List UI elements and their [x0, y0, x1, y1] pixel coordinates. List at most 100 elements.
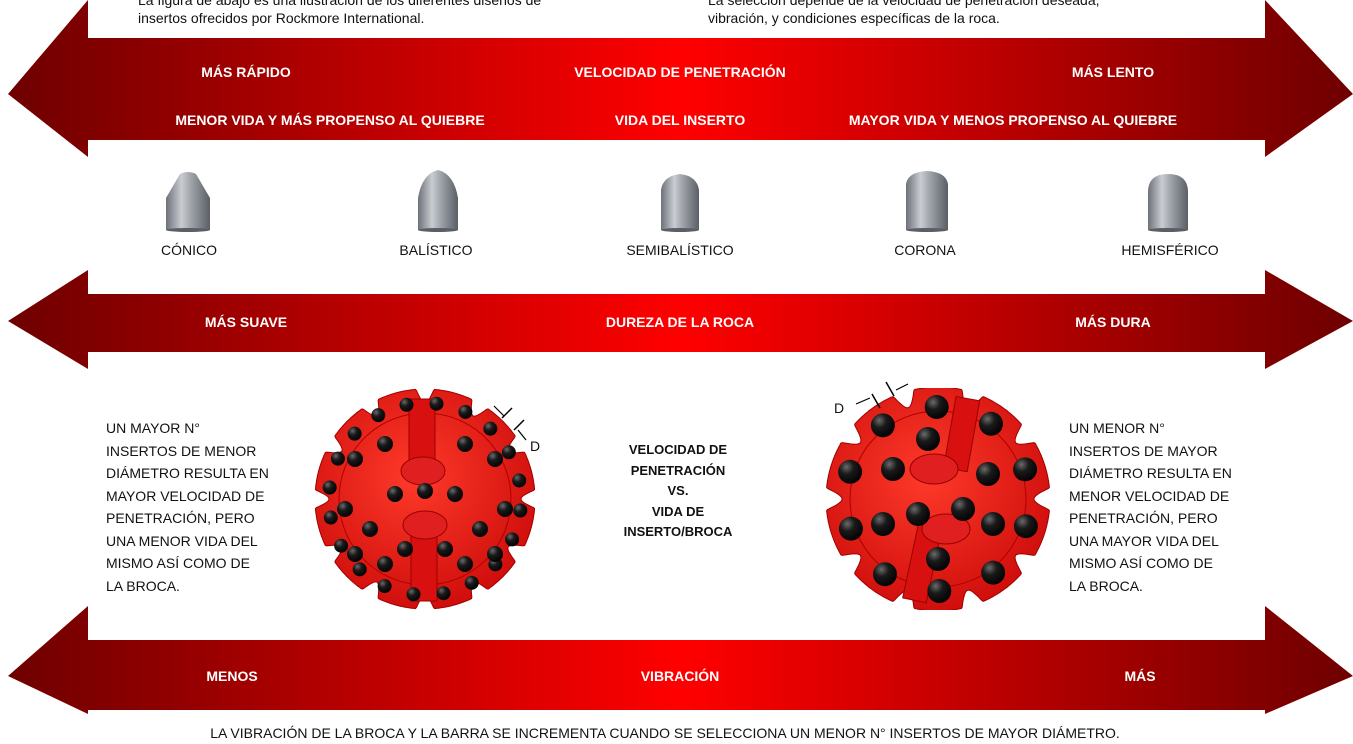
carbide-button: [330, 451, 345, 466]
right-text-line: UNA MAYOR VIDA DEL: [1069, 532, 1219, 549]
center-text-line: PENETRACIÓN: [630, 462, 726, 478]
carbide-button: [347, 426, 362, 441]
carbide-button: [981, 560, 1006, 585]
bits-panel: [88, 352, 1265, 640]
carbide-button: [1013, 457, 1038, 482]
carbide-button: [512, 473, 527, 488]
carbide-button: [352, 562, 367, 577]
arrow1-center-label: VELOCIDAD DE PENETRACIÓN: [574, 64, 786, 80]
carbide-button: [981, 512, 1005, 536]
left-bit-description: UN MAYOR N° INSERTOS DE MENOR DIÁMETRO R…: [106, 417, 286, 597]
carbide-button: [429, 396, 444, 411]
small-button-drill-bit: [314, 388, 536, 610]
conical-insert-icon: [166, 172, 210, 232]
left-text-line: INSERTOS DE MENOR: [106, 442, 257, 459]
carbide-button: [447, 486, 463, 502]
left-text-line: UNA MENOR VIDA DEL: [106, 532, 258, 549]
arrow3-right-label: MÁS: [1124, 668, 1156, 684]
carbide-button: [377, 579, 392, 594]
right-text-line: MISMO ASÍ COMO DE: [1069, 555, 1213, 571]
left-diameter-marker: [493, 405, 527, 441]
carbide-button: [362, 521, 378, 537]
vibration-arrow-band: [8, 606, 1353, 714]
carbide-button: [347, 451, 363, 467]
arrow1-right-label: MÁS LENTO: [1071, 64, 1155, 80]
carbide-button: [906, 502, 930, 526]
carbide-button: [436, 586, 451, 601]
top-note-left-1: La figura de abajo es una ilustración de…: [138, 0, 542, 8]
carbide-button: [951, 497, 975, 521]
left-text-line: PENETRACIÓN, PERO: [106, 510, 255, 526]
right-text-line: MENOR VELOCIDAD DE: [1069, 487, 1230, 504]
carbide-button: [322, 480, 337, 495]
insert-label-crown: CORONA: [894, 242, 956, 258]
right-bit-description: UN MENOR N° INSERTOS DE MAYOR DIÁMETRO R…: [1069, 417, 1249, 597]
carbide-button: [487, 546, 503, 562]
carbide-button: [371, 408, 386, 423]
left-text-line: MAYOR VELOCIDAD DE: [106, 487, 265, 504]
large-button-drill-bit: [826, 388, 1050, 610]
carbide-button: [323, 510, 338, 525]
carbide-button: [872, 562, 897, 587]
carbide-button: [926, 547, 950, 571]
carbide-button: [457, 556, 473, 572]
carbide-button: [406, 587, 421, 602]
carbide-button: [464, 575, 479, 590]
carbide-button: [483, 421, 498, 436]
right-diameter-marker: [855, 381, 909, 409]
center-comparison-text: VELOCIDAD DE PENETRACIÓN VS. VIDA DE INS…: [593, 440, 763, 543]
arrow1-left-label: MÁS RÁPIDO: [201, 64, 291, 80]
left-d-label: D: [530, 438, 541, 454]
right-text-line: INSERTOS DE MAYOR: [1069, 442, 1218, 459]
carbide-button: [927, 578, 952, 603]
penetration-arrow-band: [8, 0, 1353, 157]
insert-label-hemispherical: HEMISFÉRICO: [1121, 242, 1219, 258]
crown-insert-icon: [906, 171, 948, 232]
insert-label-ballistic: BALÍSTICO: [399, 242, 473, 258]
carbide-button: [871, 512, 895, 536]
carbide-button: [979, 411, 1004, 436]
carbide-button: [397, 541, 413, 557]
right-text-line: LA BROCA.: [1069, 577, 1143, 594]
carbide-button: [377, 436, 393, 452]
arrow2-right-label: MÁS DURA: [1075, 314, 1151, 330]
arrow3-left-label: MENOS: [206, 668, 258, 684]
bottom-note: LA VIBRACIÓN DE LA BROCA Y LA BARRA SE I…: [210, 725, 1120, 741]
carbide-button: [916, 427, 940, 451]
carbide-button: [399, 397, 414, 412]
center-text-line: VS.: [667, 483, 689, 498]
carbide-button: [976, 462, 1000, 486]
insert-label-semiballistic: SEMIBALÍSTICO: [626, 242, 734, 258]
insert-label-conical: CÓNICO: [161, 242, 217, 258]
top-note-left-2: insertos ofrecidos por Rockmore Internat…: [138, 10, 425, 26]
carbide-button: [487, 451, 503, 467]
arrow1-left-label-2: MENOR VIDA Y MÁS PROPENSO AL QUIEBRE: [175, 112, 485, 128]
carbide-button: [505, 532, 520, 547]
carbide-button: [387, 486, 403, 502]
carbide-button: [1013, 514, 1038, 539]
arrow1-right-label-2: MAYOR VIDA Y MENOS PROPENSO AL QUIEBRE: [848, 112, 1178, 128]
carbide-button: [472, 521, 488, 537]
center-text-line: INSERTO/BROCA: [623, 524, 733, 539]
ballistic-insert-icon: [418, 170, 458, 232]
right-text-line: DIÁMETRO RESULTA EN: [1069, 465, 1232, 481]
carbide-button: [377, 556, 393, 572]
bottom-note-panel: [88, 710, 1265, 744]
right-d-label: D: [834, 400, 845, 416]
carbide-button: [501, 445, 516, 460]
arrow1-center-label-2: VIDA DEL INSERTO: [614, 112, 746, 128]
left-text-line: MISMO ASÍ COMO DE: [106, 555, 250, 571]
left-text-line: UN MAYOR N°: [106, 420, 201, 436]
right-text-line: PENETRACIÓN, PERO: [1069, 510, 1218, 526]
semiballistic-insert-icon: [661, 174, 699, 232]
carbide-button: [347, 546, 363, 562]
center-text-line: VIDA DE: [651, 503, 705, 519]
top-note-right-2: vibración, y condiciones específicas de …: [708, 10, 1000, 26]
carbide-button: [870, 413, 895, 438]
arrow2-center-label: DUREZA DE LA ROCA: [605, 314, 755, 330]
right-text-line: UN MENOR N°: [1069, 420, 1165, 436]
carbide-button: [334, 538, 349, 553]
arrow3-center-label: VIBRACIÓN: [640, 668, 720, 684]
left-text-line: LA BROCA.: [106, 577, 180, 594]
carbide-button: [881, 457, 905, 481]
